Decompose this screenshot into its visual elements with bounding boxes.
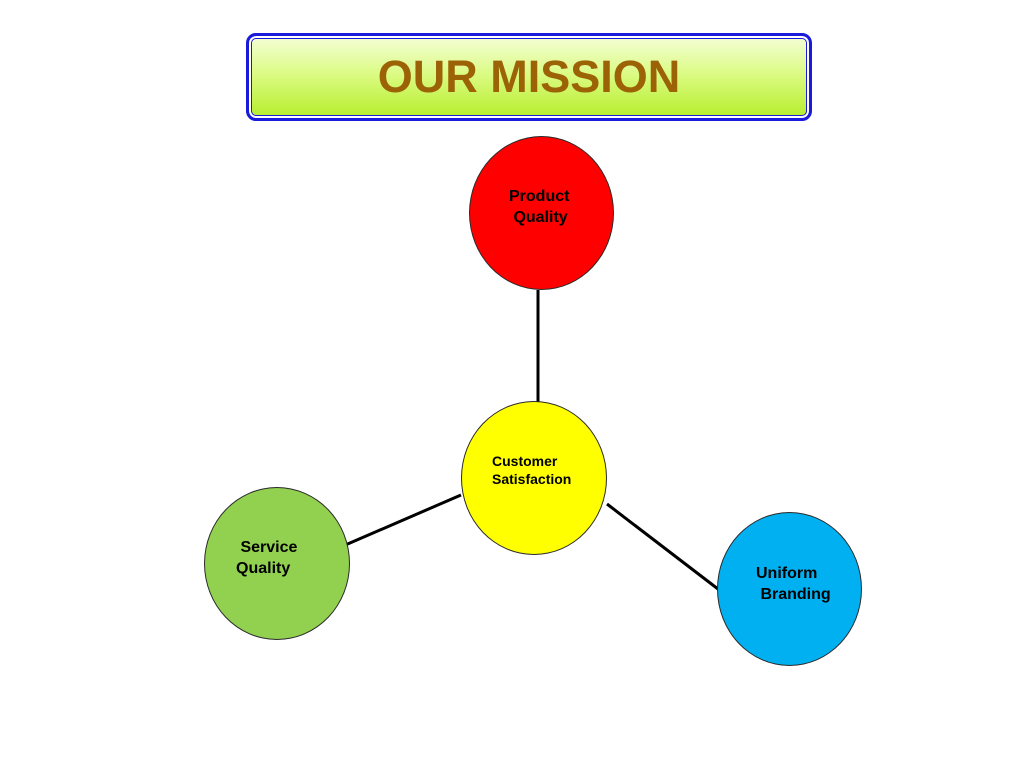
connector-center-to-service [342,493,462,548]
node-service-quality-label: Service Quality [236,539,298,577]
node-customer-satisfaction [461,401,607,555]
diagram-title: OUR MISSION [377,51,681,102]
node-product-quality [469,136,614,290]
title-banner: OUR MISSION [246,33,812,121]
node-uniform-branding-label: Uniform Branding [756,565,831,603]
node-uniform-branding [717,512,862,666]
node-customer-satisfaction-label: Customer Satisfaction [492,453,572,488]
node-service-quality [204,487,350,640]
connector-center-to-branding [606,502,719,591]
node-product-quality-label: Product Quality [509,188,570,226]
